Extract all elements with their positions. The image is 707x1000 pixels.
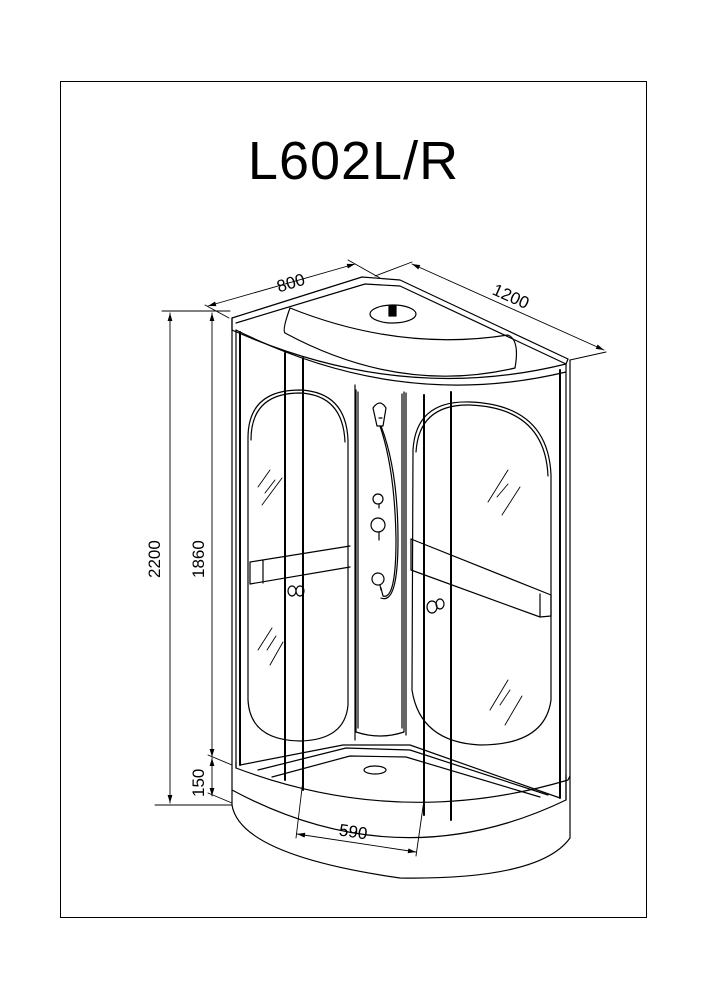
drawing-border bbox=[60, 81, 647, 918]
cabin-frame bbox=[231, 317, 571, 821]
dim-total-height: 2200 bbox=[145, 540, 164, 578]
left-glass-panel bbox=[247, 389, 351, 742]
dim-depth: 800 bbox=[275, 270, 308, 296]
model-title: L602L/R bbox=[247, 131, 460, 191]
dim-tray-height: 150 bbox=[189, 769, 208, 797]
dimension-lines bbox=[154, 259, 607, 857]
right-glass-panel bbox=[410, 401, 552, 746]
dim-cabin-height: 1860 bbox=[189, 540, 208, 578]
shower-tray bbox=[231, 744, 571, 879]
shower-column bbox=[355, 389, 405, 737]
dim-door-opening: 590 bbox=[338, 821, 369, 844]
